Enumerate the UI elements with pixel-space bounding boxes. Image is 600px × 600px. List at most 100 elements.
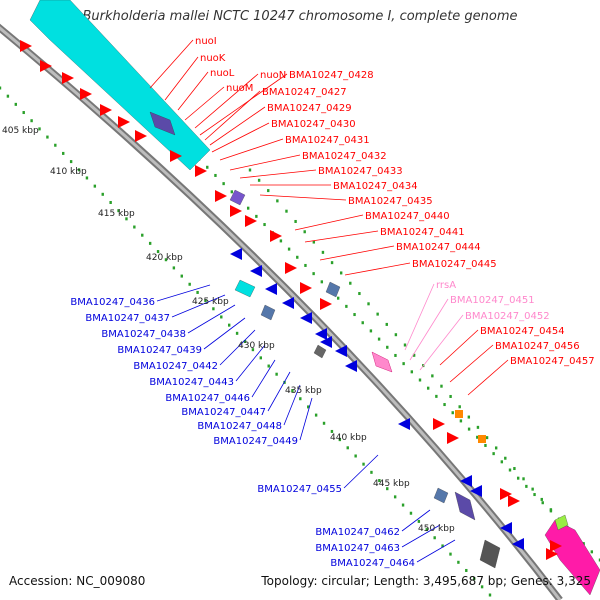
red-gene-label[interactable]: nuoM [226, 83, 253, 94]
cds-magenta[interactable] [544, 519, 600, 596]
reverse-gene-arrow[interactable] [345, 360, 357, 372]
cds-slate[interactable] [325, 281, 341, 298]
forward-gene-arrow[interactable] [447, 432, 459, 444]
blue-gene-label[interactable]: BMA10247_0443 [149, 377, 234, 388]
reverse-gene-arrow[interactable] [315, 328, 327, 340]
blue-gene-label[interactable]: BMA10247_0462 [315, 527, 400, 538]
blue-gene-label[interactable]: BMA10247_0436 [70, 297, 155, 308]
reverse-gene-arrow[interactable] [398, 418, 410, 430]
reverse-gene-arrow[interactable] [282, 297, 294, 309]
red-gene-label[interactable]: BMA10247_0444 [396, 242, 481, 253]
leader-line [267, 371, 291, 412]
blue-gene-label[interactable]: BMA10247_0449 [213, 436, 298, 447]
forward-gene-arrow[interactable] [285, 262, 297, 274]
leader-line [204, 90, 261, 141]
forward-gene-arrow[interactable] [62, 72, 74, 84]
forward-gene-arrow[interactable] [508, 495, 520, 507]
forward-gene-arrow[interactable] [170, 150, 182, 162]
blue-gene-label[interactable]: BMA10247_0463 [315, 543, 400, 554]
forward-gene-arrow[interactable] [100, 104, 112, 116]
red-gene-label[interactable]: BMA10247_0457 [510, 356, 595, 367]
red-gene-label[interactable]: BMA10247_0456 [495, 341, 580, 352]
blue-gene-label[interactable]: BMA10247_0448 [197, 421, 282, 432]
reverse-gene-arrow[interactable] [250, 265, 262, 277]
rna-gene-label[interactable]: BMA10247_0452 [465, 311, 550, 322]
cds-band-cyan[interactable] [29, 0, 211, 171]
red-gene-label[interactable]: BMA10247_0434 [333, 181, 418, 192]
red-gene-label[interactable]: BMA10247_0427 [262, 87, 347, 98]
trna-feature[interactable] [478, 435, 486, 443]
rrna-feature[interactable] [371, 351, 393, 373]
leader-line [235, 344, 266, 382]
red-gene-label[interactable]: BMA10247_0445 [412, 259, 497, 270]
blue-gene-label[interactable]: BMA10247_0442 [133, 361, 218, 372]
red-gene-label[interactable]: nuoI [195, 36, 217, 47]
red-gene-label[interactable]: BMA10247_0441 [380, 227, 465, 238]
blue-gene-label[interactable]: BMA10247_0439 [117, 345, 202, 356]
trna-feature[interactable] [455, 410, 463, 418]
red-gene-label[interactable]: nuoN [260, 70, 286, 81]
blue-gene-label[interactable]: BMA10247_0446 [165, 393, 250, 404]
gene-features[interactable] [20, 0, 600, 596]
leader-line [209, 106, 266, 146]
reverse-gene-arrow[interactable] [265, 283, 277, 295]
genome-summary-text: Topology: circular; Length: 3,495,687 bp… [261, 574, 591, 588]
forward-gene-arrow[interactable] [245, 215, 257, 227]
reverse-gene-arrow[interactable] [335, 345, 347, 357]
reverse-gene-arrow[interactable] [460, 475, 472, 487]
red-gene-label[interactable]: BMA10247_0430 [271, 119, 356, 130]
forward-gene-arrow[interactable] [118, 116, 130, 128]
cds-gray[interactable] [313, 344, 327, 359]
cds-gray[interactable] [479, 539, 501, 569]
rna-gene-label[interactable]: BMA10247_0451 [450, 295, 535, 306]
blue-gene-label[interactable]: BMA10247_0438 [101, 329, 186, 340]
cds-slate[interactable] [260, 304, 276, 321]
blue-gene-label[interactable]: BMA10247_0464 [330, 558, 415, 569]
blue-gene-label[interactable]: BMA10247_0455 [257, 484, 342, 495]
tick-dot [426, 386, 430, 390]
red-gene-label[interactable]: BMA10247_0432 [302, 151, 387, 162]
reverse-gene-arrow[interactable] [470, 485, 482, 497]
blue-gene-label[interactable]: BMA10247_0437 [85, 313, 170, 324]
forward-gene-arrow[interactable] [300, 282, 312, 294]
forward-gene-arrow[interactable] [270, 230, 282, 242]
reverse-gene-arrow[interactable] [320, 336, 332, 348]
forward-gene-arrow[interactable] [230, 205, 242, 217]
cds-lime[interactable] [554, 514, 569, 531]
forward-gene-arrow[interactable] [546, 548, 558, 560]
red-gene-label[interactable]: nuoK [200, 53, 226, 64]
reverse-gene-arrow[interactable] [512, 538, 524, 550]
cds-purple[interactable] [454, 491, 476, 521]
blue-gene-label[interactable]: BMA10247_0447 [181, 407, 266, 418]
forward-gene-arrow[interactable] [215, 190, 227, 202]
cds-purple[interactable] [229, 189, 246, 206]
forward-gene-arrow[interactable] [550, 540, 562, 552]
cds-purple[interactable] [149, 111, 176, 136]
red-gene-label[interactable]: BMA10247_0454 [480, 326, 565, 337]
tick-dot [457, 560, 460, 564]
forward-gene-arrow[interactable] [433, 418, 445, 430]
red-gene-label[interactable]: BMA10247_0431 [285, 135, 370, 146]
reverse-gene-arrow[interactable] [230, 248, 242, 260]
cds-slate[interactable] [433, 487, 449, 504]
red-gene-label[interactable]: nuoL [210, 68, 235, 79]
red-gene-label[interactable]: BMA10247_0433 [318, 166, 403, 177]
red-gene-label[interactable]: BMA10247_0440 [365, 211, 450, 222]
red-gene-label[interactable]: BMA10247_0429 [267, 103, 352, 114]
leader-line [219, 138, 284, 161]
red-gene-label[interactable]: BMA10247_0435 [348, 196, 433, 207]
forward-gene-arrow[interactable] [500, 488, 512, 500]
forward-gene-arrow[interactable] [40, 60, 52, 72]
red-gene-label[interactable]: BMA10247_0428 [289, 70, 374, 81]
rna-gene-label[interactable]: rrsA [436, 280, 456, 291]
forward-gene-arrow[interactable] [20, 40, 32, 52]
forward-gene-arrow[interactable] [320, 298, 332, 310]
cds-cyan[interactable] [234, 279, 256, 298]
forward-gene-arrow[interactable] [135, 130, 147, 142]
reverse-gene-arrow[interactable] [300, 312, 312, 324]
forward-gene-arrow[interactable] [195, 165, 207, 177]
reverse-gene-arrow[interactable] [500, 522, 512, 534]
forward-gene-arrow[interactable] [80, 88, 92, 100]
